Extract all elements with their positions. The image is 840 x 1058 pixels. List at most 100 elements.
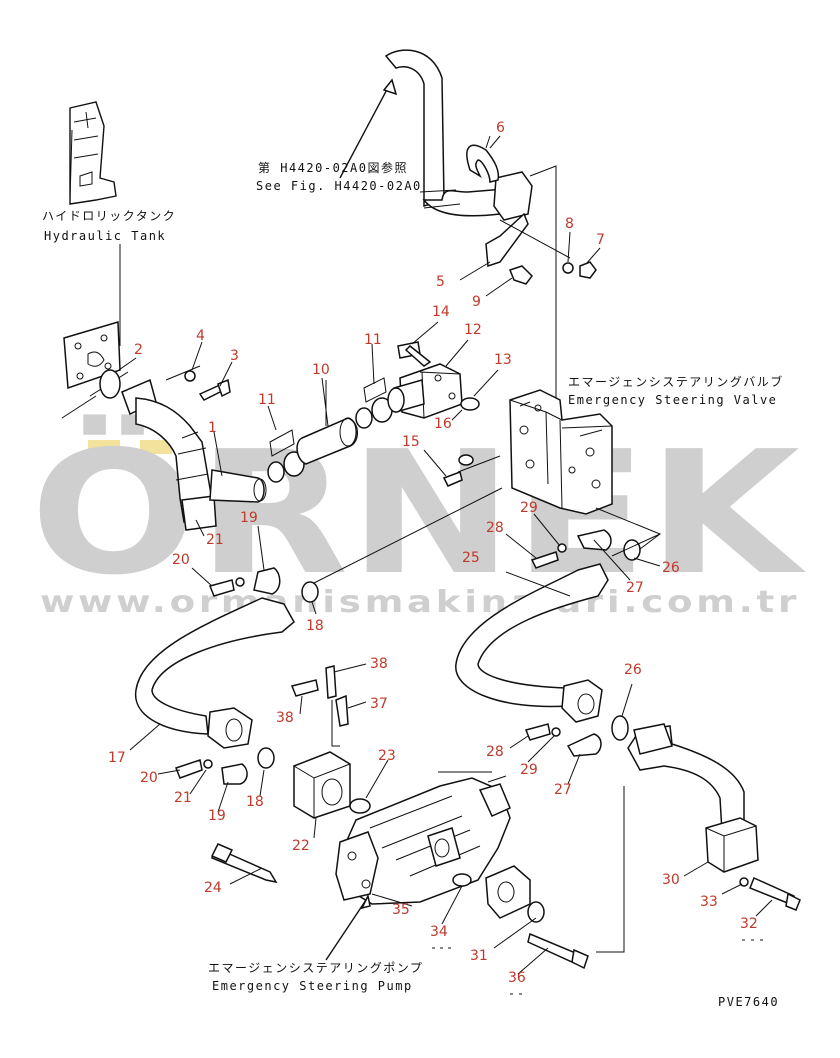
callout-27-top: 27 — [626, 580, 644, 596]
gasket-18b — [257, 747, 275, 769]
callout-numbers: 6 8 7 5 9 14 12 13 2 4 3 11 10 11 16 15 … — [108, 120, 758, 986]
callout-8: 8 — [565, 216, 574, 232]
valve-label-jp: エマージェンシステアリングバルブ — [568, 374, 784, 389]
washer-29b — [551, 727, 561, 737]
callout-35: 35 — [392, 902, 410, 918]
callout-23: 23 — [378, 748, 396, 764]
callout-28-bottom: 28 — [486, 744, 504, 760]
hose-6 — [466, 135, 500, 183]
drawing-code: PVE7640 — [718, 995, 779, 1009]
callout-29-bottom: 29 — [520, 762, 538, 778]
callout-9: 9 — [472, 294, 481, 310]
callout-19-top: 19 — [240, 510, 258, 526]
callout-18-bottom: 18 — [246, 794, 264, 810]
callout-26-top: 26 — [662, 560, 680, 576]
hose-1 — [209, 469, 265, 503]
tank-label-jp: ハイドロリックタンク — [42, 209, 176, 223]
callout-15: 15 — [402, 434, 420, 450]
o-ring-23 — [349, 798, 371, 814]
callout-33: 33 — [700, 894, 718, 910]
callout-14: 14 — [432, 304, 450, 320]
flange-22 — [293, 751, 351, 819]
callout-13: 13 — [494, 352, 512, 368]
bolt-20a — [208, 579, 235, 597]
clamp-19a — [253, 567, 281, 595]
o-ring-13 — [460, 397, 480, 411]
gasket-31 — [527, 901, 545, 923]
watermark-url: www.ormanismakinalari.com.tr — [40, 585, 800, 620]
callout-10: 10 — [312, 362, 330, 378]
pump-label-en: Emergency Steering Pump — [212, 979, 413, 993]
callout-31: 31 — [470, 948, 488, 964]
callout-3: 3 — [230, 348, 239, 364]
gasket-2 — [99, 369, 121, 399]
valve-label-en: Emergency Steering Valve — [568, 393, 777, 407]
bolt-20b — [175, 759, 203, 779]
callout-38-left: 38 — [276, 710, 294, 726]
callout-26-bottom: 26 — [624, 662, 642, 678]
leader-lines — [115, 135, 773, 995]
callout-29-top: 29 — [520, 500, 538, 516]
washer-21a — [235, 577, 245, 587]
callout-12: 12 — [464, 322, 482, 338]
clamp-11-right — [355, 377, 393, 429]
callout-11-left: 11 — [258, 392, 276, 408]
clamp-27b — [566, 733, 602, 757]
bolt-15 — [442, 471, 463, 487]
bolt-28b — [524, 723, 551, 741]
callout-20-top: 20 — [172, 552, 190, 568]
clamp-11-left — [267, 429, 305, 483]
pipe-17 — [134, 597, 295, 749]
bolt-28a — [530, 551, 559, 569]
callout-7: 7 — [596, 232, 605, 248]
hose-10 — [296, 417, 358, 465]
nut-7 — [579, 261, 597, 279]
gasket-26a — [623, 539, 641, 561]
callout-32: 32 — [740, 916, 758, 932]
hydraulic-tank-outline — [69, 101, 117, 205]
watermark-accent-right — [140, 440, 172, 454]
callout-24: 24 — [204, 880, 222, 896]
elbow-flange-12 — [387, 363, 463, 419]
callout-25: 25 — [462, 550, 480, 566]
bolt-38b — [325, 665, 337, 699]
callout-27-bottom: 27 — [554, 782, 572, 798]
callout-36: 36 — [508, 970, 526, 986]
callout-21-top: 21 — [206, 532, 224, 548]
bolt-38a — [290, 679, 319, 697]
callout-5: 5 — [436, 274, 445, 290]
bracket-37 — [335, 694, 349, 727]
callout-21-bottom: 21 — [174, 790, 192, 806]
pipe-25 — [455, 563, 609, 723]
callout-6: 6 — [496, 120, 505, 136]
callout-16: 16 — [434, 416, 452, 432]
suction-pipe-1 — [121, 378, 217, 531]
callout-2: 2 — [134, 342, 143, 358]
callout-18-top: 18 — [306, 618, 324, 634]
callout-22: 22 — [292, 838, 310, 854]
callout-34: 34 — [430, 924, 448, 940]
bracket-5 — [485, 212, 529, 268]
tank-label-en: Hydraulic Tank — [44, 229, 166, 243]
gasket-26b — [611, 715, 629, 741]
see-fig-jp: 第 H4420-02A0図参照 — [258, 160, 408, 175]
watermark-accent-left — [88, 440, 120, 454]
pump-label-jp: エマージェンシステアリングポンプ — [208, 961, 423, 975]
flange-31 — [485, 865, 531, 919]
watermark-logo: ÖRNEK — [30, 414, 806, 613]
callout-19-bottom: 19 — [208, 808, 226, 824]
o-ring-34 — [452, 873, 472, 887]
callout-4: 4 — [196, 328, 205, 344]
emergency-steering-valve — [509, 389, 613, 515]
elbow-30 — [627, 723, 759, 873]
emergency-steering-pump — [335, 775, 511, 905]
o-ring-16 — [458, 454, 474, 466]
callout-1: 1 — [208, 420, 217, 436]
callout-38-top: 38 — [370, 656, 388, 672]
watermark: ÖRNEK www.ormanismakinalari.com.tr — [30, 414, 806, 620]
bolt-9 — [509, 265, 533, 285]
callout-30: 30 — [662, 872, 680, 888]
washer-4 — [184, 370, 196, 382]
callout-28-top: 28 — [486, 520, 504, 536]
